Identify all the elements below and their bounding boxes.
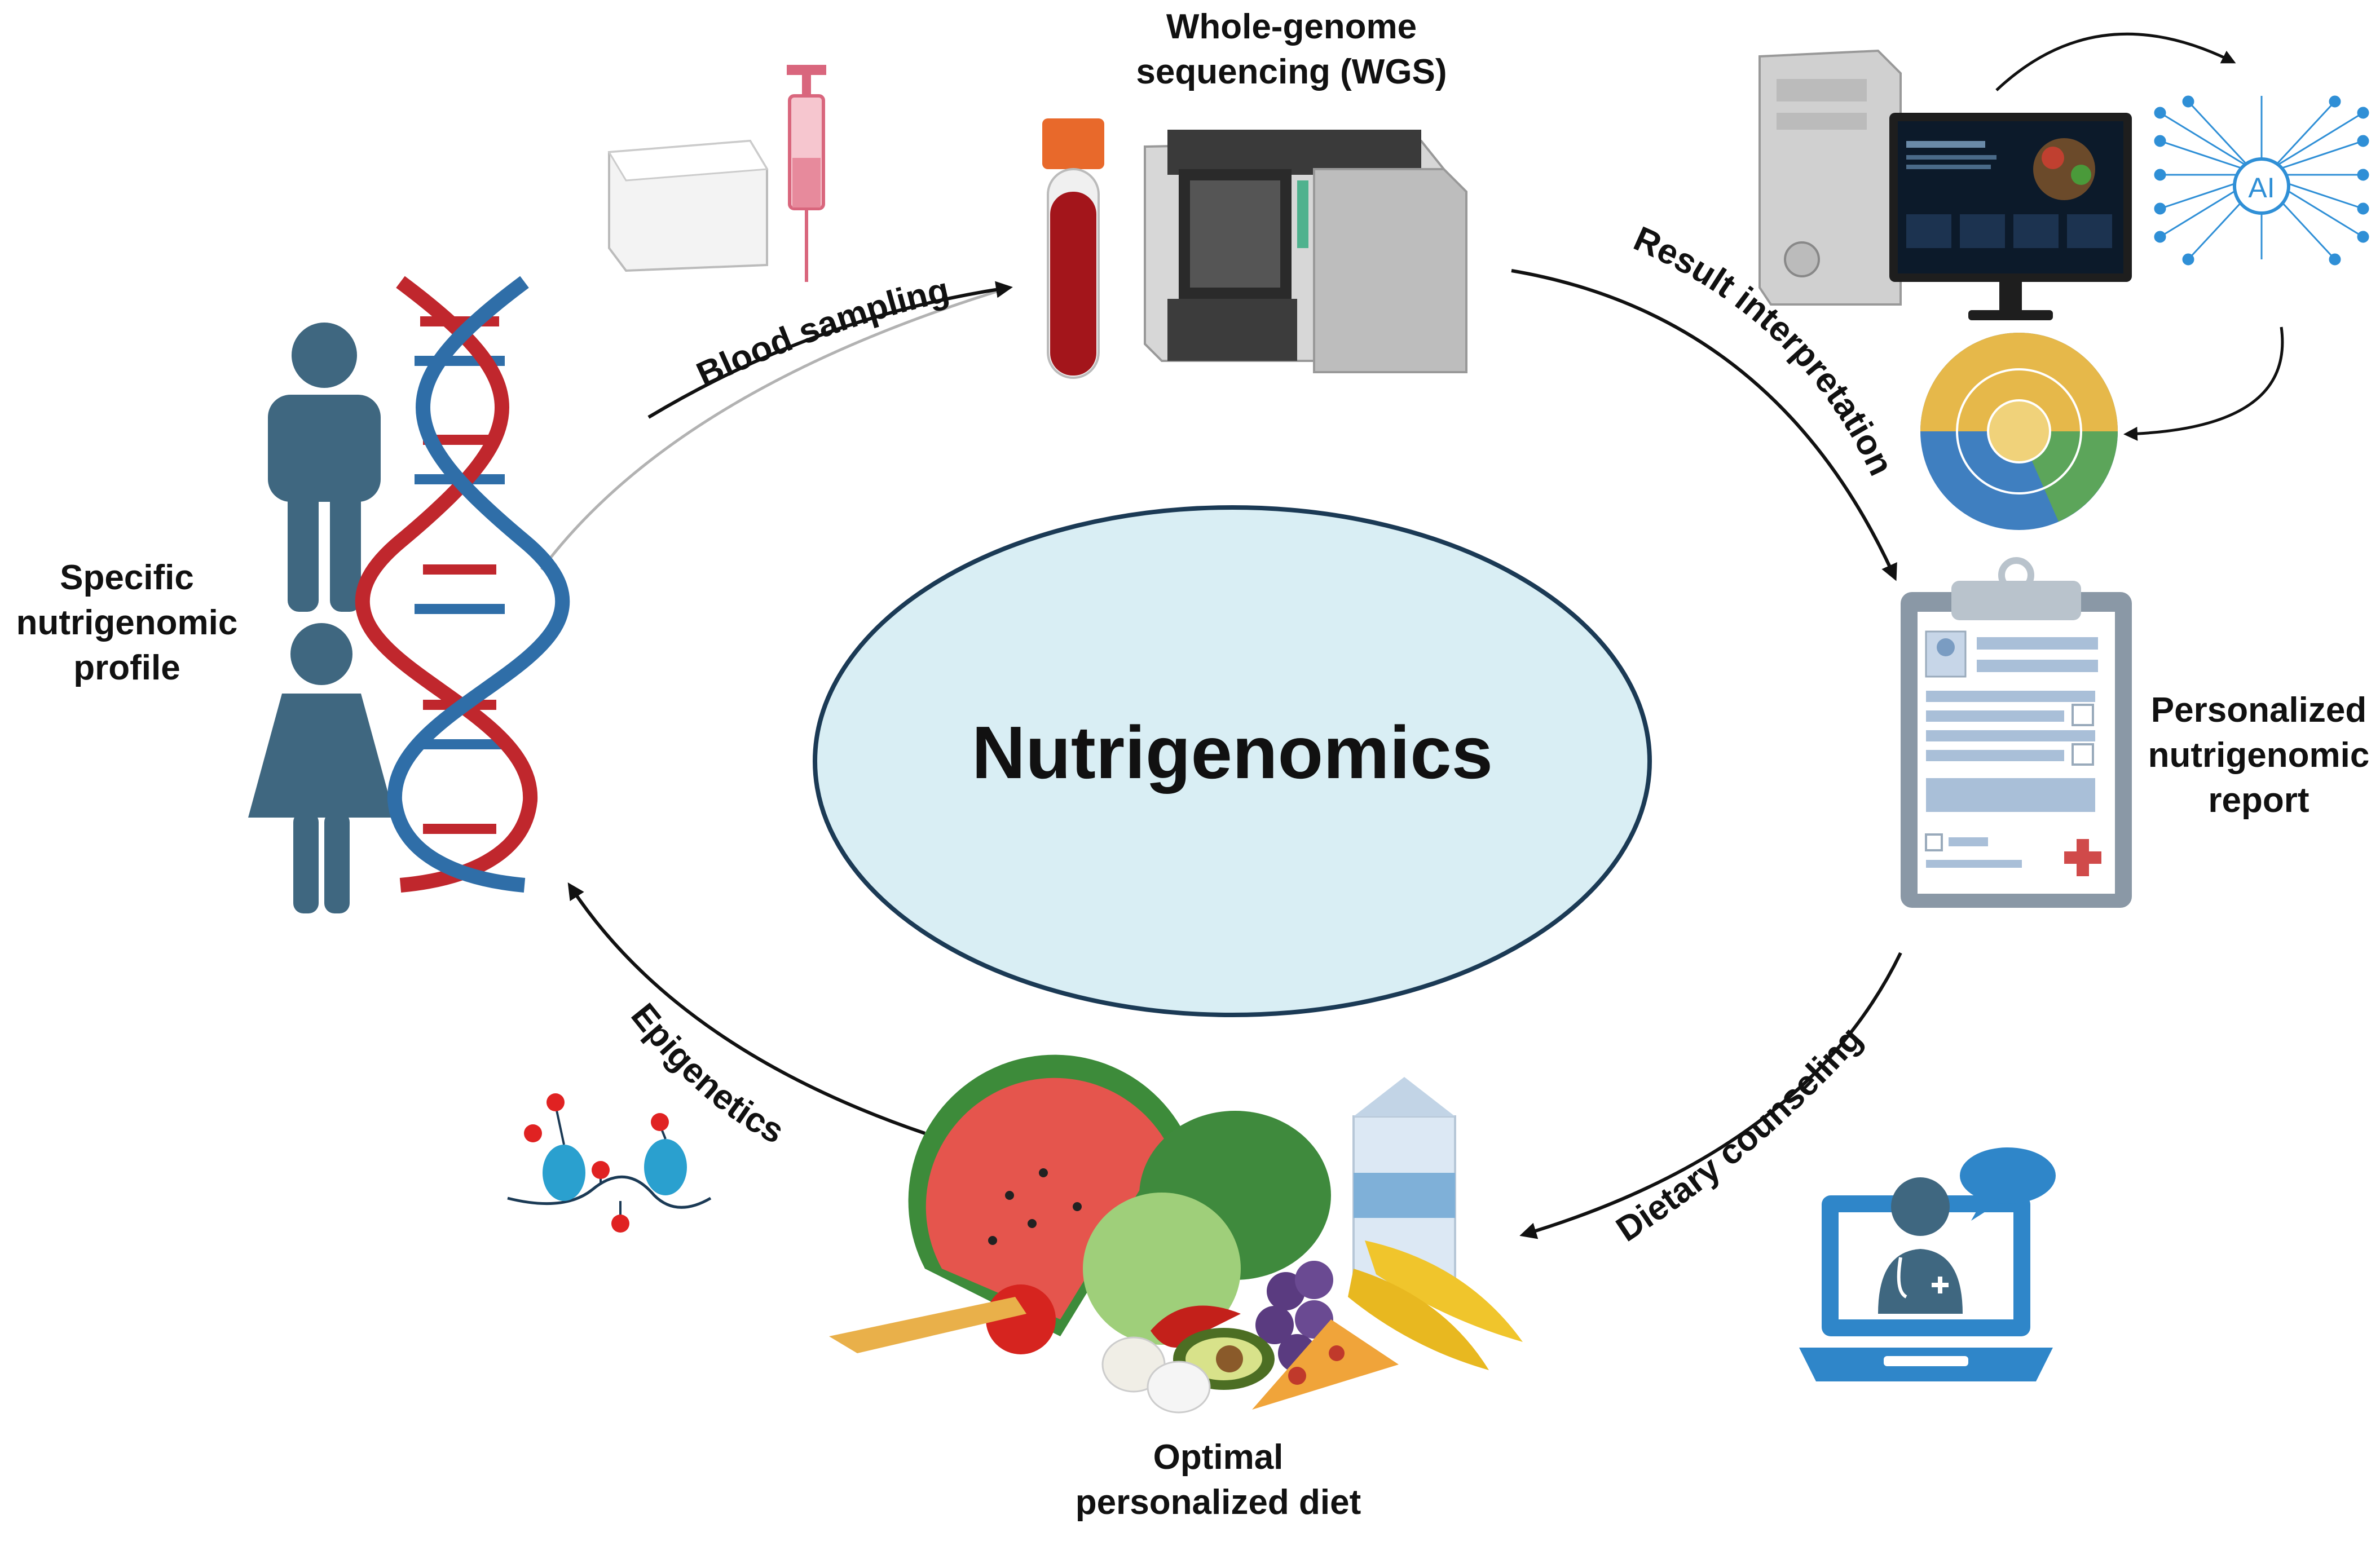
sample-kit-icon [607,139,769,272]
arrow-computer-to-ai [1995,32,2236,91]
stage-profile-line3: profile [73,648,180,687]
sunburst-chart-icon [1920,333,2118,530]
arrow-ai-to-chart [2123,326,2284,441]
sequencer-icon [1144,130,1467,373]
speech-bubble-icon [1960,1147,2056,1221]
arrow-dietary-counseling [1519,952,1902,1239]
ai-neural-network-icon [2154,95,2369,266]
female-person-icon [248,623,395,913]
dna-helix-icon [355,276,570,893]
stage-report-line2: nutrigenomic [2148,736,2370,775]
stage-report-line1: Personalized [2151,691,2366,730]
center-ellipse [813,505,1652,1017]
stage-wgs-line2: sequencing (WGS) [1136,52,1447,91]
stage-report-line3: report [2208,781,2309,820]
arrow-blood-sampling [540,281,1013,571]
arrow-result-interpretation [1511,269,1897,581]
epigenetics-nucleosome-icon [507,1093,712,1233]
ai-label: AI [2248,172,2275,204]
stage-profile-line2: nutrigenomic [16,603,238,642]
clipboard-report-icon [1901,557,2132,908]
monitor-icon [1889,113,2132,320]
food-group-icon [829,1054,1523,1414]
label-blood-sampling: Blood sampling [691,271,953,395]
syringe-icon [787,65,826,282]
computer-tower-icon [1758,49,1902,306]
arrow-epigenetics [567,882,925,1135]
stage-diet-line2: personalized diet [1076,1483,1361,1522]
telehealth-laptop-icon [1799,1177,2053,1381]
stage-diet-line1: Optimal [1153,1438,1284,1477]
stage-wgs-line1: Whole-genome [1166,7,1417,46]
stage-profile-line1: Specific [60,558,194,597]
blood-tube-icon [1042,118,1104,379]
label-epigenetics: Epigenetics [623,996,790,1151]
center-title: Nutrigenomics [972,711,1493,794]
male-person-icon [268,323,381,612]
